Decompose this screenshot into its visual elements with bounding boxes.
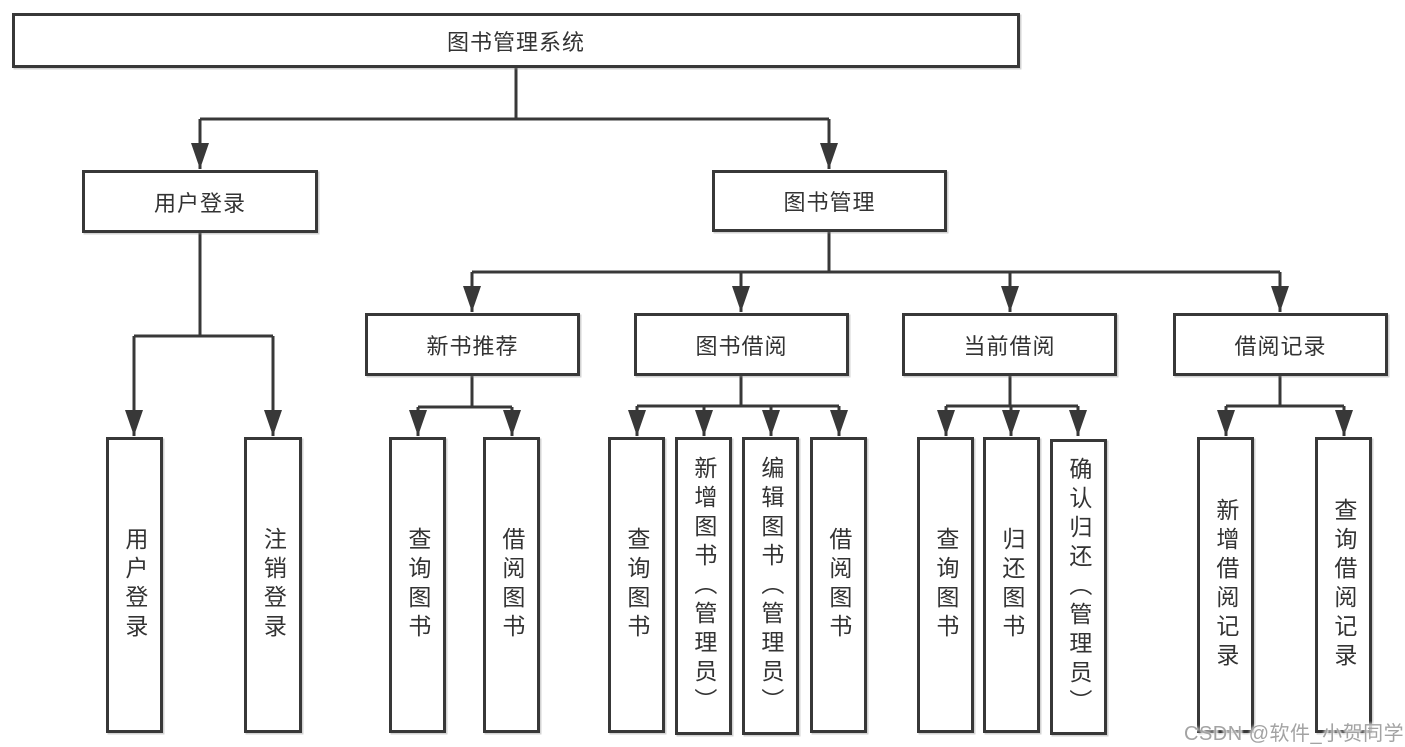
leaf-confirm-return-admin: 确认归还（管理员）	[1050, 439, 1107, 735]
node-label: 借阅图书	[825, 527, 852, 643]
leaf-add-borrow-record: 新增借阅记录	[1197, 437, 1254, 733]
node-book-borrow: 图书借阅	[634, 313, 849, 376]
leaf-borrow-books-recommend: 借阅图书	[483, 437, 540, 733]
leaf-logout: 注销登录	[244, 437, 302, 733]
node-label: 查询图书	[404, 527, 431, 643]
leaf-edit-books-admin: 编辑图书（管理员）	[742, 437, 799, 735]
leaf-query-borrow-record: 查询借阅记录	[1315, 437, 1372, 733]
leaf-query-books-borrow: 查询图书	[608, 437, 665, 733]
csdn-watermark: CSDN @软件_小贺同学	[1184, 723, 1405, 745]
node-label: 图书管理	[783, 190, 876, 215]
node-root-library-system: 图书管理系统	[12, 13, 1020, 68]
node-label: 借阅记录	[1234, 333, 1327, 359]
node-label: 编辑图书（管理员）	[757, 455, 784, 717]
leaf-borrow-books: 借阅图书	[810, 437, 867, 733]
node-label: 新书推荐	[426, 333, 519, 359]
node-label: 当前借阅	[963, 333, 1056, 359]
node-label: 查询图书	[932, 527, 959, 643]
node-label: 用户登录	[153, 190, 246, 216]
leaf-query-books-current: 查询图书	[917, 437, 974, 733]
node-label: 查询借阅记录	[1330, 498, 1357, 672]
node-label: 确认归还（管理员）	[1065, 456, 1092, 718]
node-label: 新增图书（管理员）	[690, 455, 717, 717]
leaf-return-books: 归还图书	[983, 437, 1040, 733]
node-label: 用户登录	[121, 527, 148, 643]
leaf-query-books-recommend: 查询图书	[389, 437, 446, 733]
node-label: 图书借阅	[695, 333, 788, 359]
node-book-management: 图书管理	[712, 170, 947, 232]
node-label: 归还图书	[998, 527, 1025, 643]
node-label: 查询图书	[623, 527, 650, 643]
node-label: 新增借阅记录	[1212, 498, 1239, 672]
node-borrow-record: 借阅记录	[1173, 313, 1388, 376]
node-user-login: 用户登录	[82, 170, 318, 233]
node-current-borrow: 当前借阅	[902, 313, 1117, 376]
node-new-book-recommend: 新书推荐	[365, 313, 580, 376]
node-label: 图书管理系统	[446, 29, 585, 55]
node-label: 注销登录	[260, 527, 287, 643]
leaf-user-login: 用户登录	[106, 437, 163, 733]
node-label: 借阅图书	[498, 527, 525, 643]
leaf-add-books-admin: 新增图书（管理员）	[675, 437, 732, 735]
